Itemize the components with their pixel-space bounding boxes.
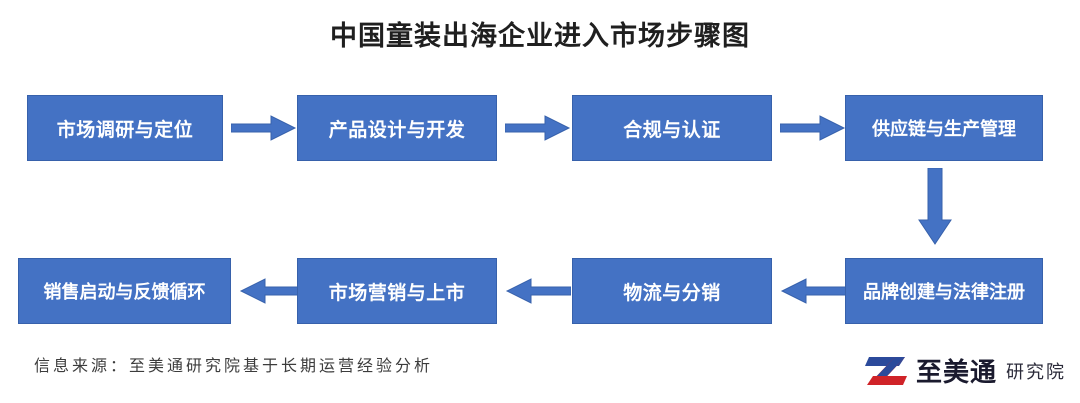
flow-node-step-3[interactable]: 合规与认证	[572, 95, 772, 161]
arrow-left-icon	[780, 276, 846, 306]
flow-node-label: 产品设计与开发	[328, 118, 466, 141]
arrow-right-icon	[231, 113, 297, 143]
page-title: 中国童装出海企业进入市场步骤图	[330, 21, 750, 52]
flow-node-label: 市场营销与上市	[328, 281, 466, 304]
flow-node-step-6[interactable]: 物流与分销	[572, 258, 772, 324]
brand-logo: 至美通 研究院	[864, 352, 1066, 389]
flow-row-bottom: 销售启动与反馈循环 市场营销与上市 物流与分销 品牌创建与法律注册	[0, 258, 1080, 324]
flow-row-top: 市场调研与定位 产品设计与开发 合规与认证 供应链与生产管理	[0, 95, 1080, 161]
flow-node-step-1[interactable]: 市场调研与定位	[27, 95, 223, 161]
brand-subtitle: 研究院	[1006, 361, 1066, 383]
flow-node-step-7[interactable]: 市场营销与上市	[297, 258, 497, 324]
source-note: 信息来源：至美通研究院基于长期运营经验分析	[34, 356, 434, 375]
flow-node-step-4[interactable]: 供应链与生产管理	[845, 95, 1043, 161]
flow-node-label: 合规与认证	[623, 118, 721, 141]
arrow-left-icon	[239, 276, 305, 306]
flow-node-label: 市场调研与定位	[56, 118, 194, 141]
arrow-right-icon	[505, 113, 571, 143]
z-logo-icon	[864, 354, 907, 388]
flow-node-step-8[interactable]: 销售启动与反馈循环	[18, 258, 231, 324]
flow-node-label: 销售启动与反馈循环	[43, 282, 206, 303]
flow-node-label: 物流与分销	[623, 281, 721, 304]
flow-node-label: 供应链与生产管理	[872, 119, 1016, 140]
brand-name: 至美通	[915, 358, 997, 388]
arrow-down-icon	[915, 168, 955, 248]
flow-node-step-2[interactable]: 产品设计与开发	[297, 95, 497, 161]
arrow-left-icon	[505, 276, 571, 306]
flow-node-step-5[interactable]: 品牌创建与法律注册	[845, 258, 1043, 324]
arrow-right-icon	[780, 113, 846, 143]
flow-node-label: 品牌创建与法律注册	[863, 282, 1025, 303]
